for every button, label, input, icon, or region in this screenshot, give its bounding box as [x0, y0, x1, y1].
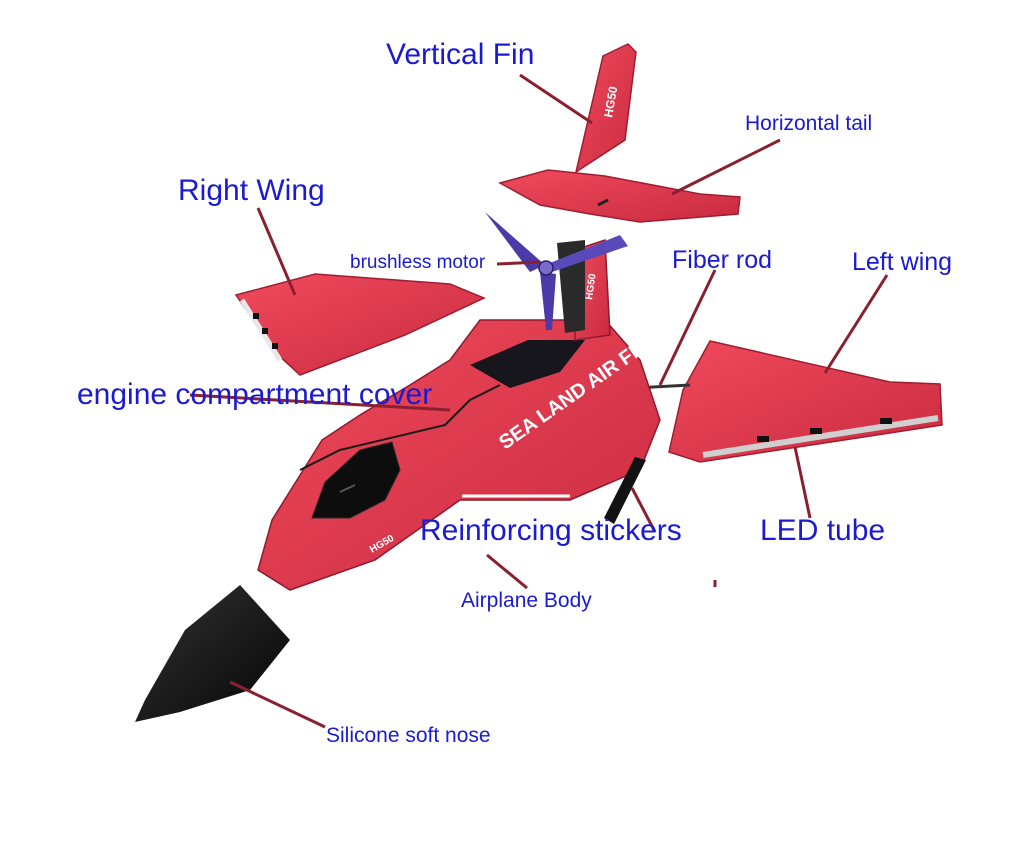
leader-left-wing: [823, 274, 889, 374]
label-right-wing: Right Wing: [178, 174, 325, 207]
leader-silicone-nose: [229, 680, 326, 729]
leader-reinforcing-stickers: [630, 487, 657, 533]
leader-fiber-rod: [658, 269, 717, 386]
led-tube: [604, 457, 646, 524]
propeller: [485, 212, 628, 330]
pylon-code: HG50: [584, 273, 599, 301]
label-horizontal-tail: Horizontal tail: [745, 112, 873, 135]
right-wing: [234, 273, 486, 376]
silicone-nose: [135, 585, 290, 722]
leader-vertical-fin: [519, 73, 593, 125]
vertical-fin: HG50: [574, 43, 637, 174]
label-airplane-body: Airplane Body: [461, 589, 592, 612]
leader-engine-cover: [189, 393, 451, 412]
label-fiber-rod: Fiber rod: [672, 246, 773, 274]
leader-right-wing: [256, 207, 297, 296]
leader-airplane-body: [486, 553, 528, 590]
engine-compartment: [470, 340, 585, 388]
horizontal-tail: [498, 169, 741, 223]
label-engine-compartment-cover: engine compartment cover: [77, 378, 433, 411]
leader-lines: [189, 73, 889, 729]
label-led-tube: LED tube: [760, 514, 886, 547]
left-wing: [668, 340, 943, 463]
fin-code: HG50: [601, 85, 620, 119]
label-silicone-soft-nose: Silicone soft nose: [326, 724, 491, 747]
leader-horizontal-tail: [671, 138, 781, 196]
label-vertical-fin: Vertical Fin: [386, 38, 535, 71]
leader-led-tube: [793, 446, 812, 519]
cockpit-canopy: [311, 441, 401, 519]
label-reinforcing-stickers: Reinforcing stickers: [420, 514, 682, 547]
label-left-wing: Left wing: [852, 248, 953, 276]
label-brushless-motor: brushless motor: [350, 252, 486, 273]
leader-brushless-motor: [496, 260, 541, 266]
